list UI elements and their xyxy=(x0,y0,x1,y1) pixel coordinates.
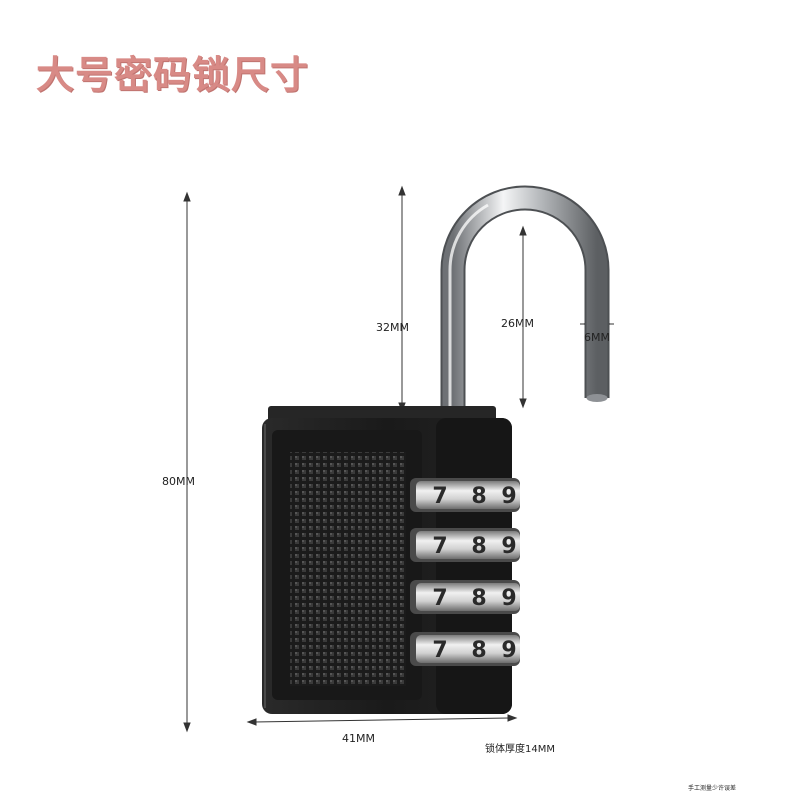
measurement-error-note: 手工测量少许误差 xyxy=(688,785,737,792)
dial-0-digit-0: 7 xyxy=(432,484,447,509)
dial-2-digit-2: 9 xyxy=(501,586,516,611)
dial-1-digit-0: 7 xyxy=(432,534,447,559)
body-width-label: 41MM xyxy=(342,732,375,745)
dial-3-digit-1: 8 xyxy=(471,638,486,663)
dial-0[interactable]: 7 8 9 xyxy=(410,478,520,512)
body-thickness-note: 锁体厚度14MM xyxy=(485,744,555,755)
dial-3-digit-0: 7 xyxy=(432,638,447,663)
dial-2-digit-0: 7 xyxy=(432,586,447,611)
dial-1-digit-2: 9 xyxy=(501,534,516,559)
shackle xyxy=(440,185,610,412)
shackle-diameter-label: 6MM xyxy=(584,331,610,344)
shackle-height-label: 32MM xyxy=(376,321,409,334)
page-title: 大号密码锁尺寸 xyxy=(36,53,310,97)
dial-3-digit-2: 9 xyxy=(501,638,516,663)
dial-3[interactable]: 7 8 9 xyxy=(410,632,520,666)
dial-2-digit-1: 8 xyxy=(471,586,486,611)
shackle-inner-height-label: 26MM xyxy=(501,317,534,330)
dial-0-digit-1: 8 xyxy=(471,484,486,509)
dial-0-digit-2: 9 xyxy=(501,484,516,509)
dial-1[interactable]: 7 8 9 xyxy=(410,528,520,562)
dial-1-digit-1: 8 xyxy=(471,534,486,559)
dial-2[interactable]: 7 8 9 xyxy=(410,580,520,614)
total-height-label: 80MM xyxy=(162,475,195,488)
